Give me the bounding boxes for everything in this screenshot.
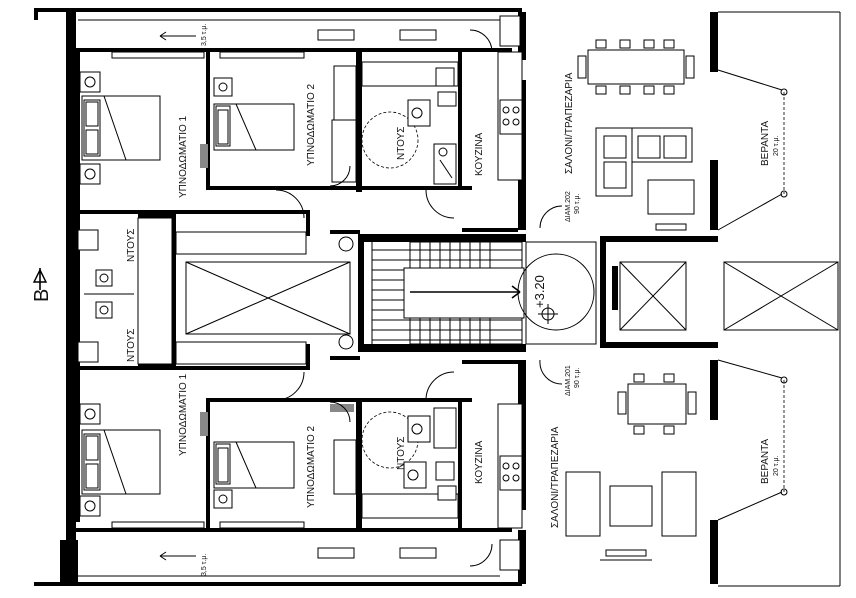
lower-kitchen (497, 403, 523, 571)
lower-shower-label: ΝΤΟΥΣ (396, 437, 407, 470)
section-marker-label: B (31, 289, 53, 302)
door-swings (275, 29, 563, 567)
lower-living-label: ΣΑΛΟΝΙ/ΤΡΑΠΕΖΑΡΙΑ (550, 426, 561, 528)
upper-living (577, 39, 695, 239)
upper-bed-2 (213, 65, 357, 183)
lower-veranda-area: 20 τ.μ. (773, 456, 780, 476)
lower-kitchen-label: ΚΟΥΖΙΝΑ (474, 440, 485, 484)
section-marker: B (31, 268, 53, 302)
lower-living (565, 373, 697, 561)
upper-labels: ΥΠΝΟΔΩΜΑΤΙΟ 1 ΥΠΝΟΔΩΜΑΤΙΟ 2 ΝΤΟΥΣ ΚΟΥΖΙΝ… (126, 24, 780, 262)
stair-level-label: +3.20 (532, 275, 547, 308)
upper-kitchen (497, 15, 523, 181)
upper-bed-1 (79, 71, 208, 185)
upper-veranda-label: ΒΕΡΑΝΤΑ (760, 120, 771, 166)
stair-core (358, 234, 597, 352)
lower-bedroom-2-label: ΥΠΝΟΔΩΜΑΤΙΟ 2 (306, 425, 317, 508)
lower-bed-2 (213, 404, 357, 509)
upper-shower-label: ΝΤΟΥΣ (396, 127, 407, 160)
upper-kitchen-label: ΚΟΥΖΙΝΑ (474, 132, 485, 176)
lower-apartment-area: 90 τ.μ. (574, 368, 581, 388)
lower-labels: ΥΠΝΟΔΩΜΑΤΙΟ 1 ΥΠΝΟΔΩΜΑΤΙΟ 2 ΝΤΟΥΣ ΚΟΥΖΙΝ… (126, 329, 780, 576)
lower-bedroom-1-label: ΥΠΝΟΔΩΜΑΤΙΟ 1 (178, 373, 189, 456)
upper-balcony-area: 3,5 τ.μ. (201, 24, 208, 46)
upper-veranda (717, 69, 788, 231)
central-shower-lower-label: ΝΤΟΥΣ (126, 329, 137, 362)
lower-bathroom (361, 407, 459, 519)
upper-apartment-area: 90 τ.μ. (574, 194, 581, 214)
interior-walls (76, 52, 518, 528)
upper-apartment-number: ΔΙΑΜ.202 (565, 191, 572, 222)
upper-bathroom (361, 61, 459, 185)
upper-veranda-area: 20 τ.μ. (773, 136, 780, 156)
balcony-arrows (159, 29, 437, 561)
upper-bedroom-1-label: ΥΠΝΟΔΩΜΑΤΙΟ 1 (178, 115, 189, 198)
lower-bed-1 (79, 403, 208, 517)
central-shower-upper-label: ΝΤΟΥΣ (126, 229, 137, 262)
lift-shaft (175, 231, 839, 365)
upper-living-label: ΣΑΛΟΝΙ/ΤΡΑΠΕΖΑΡΙΑ (564, 72, 575, 174)
upper-bedroom-2-label: ΥΠΝΟΔΩΜΑΤΙΟ 2 (306, 83, 317, 166)
lower-balcony-area: 3,5 τ.μ. (201, 554, 208, 576)
central-showers (77, 217, 173, 365)
lower-veranda-label: ΒΕΡΑΝΤΑ (760, 438, 771, 484)
lower-apartment-number: ΔΙΑΜ.201 (565, 365, 572, 396)
lower-veranda (717, 359, 788, 521)
